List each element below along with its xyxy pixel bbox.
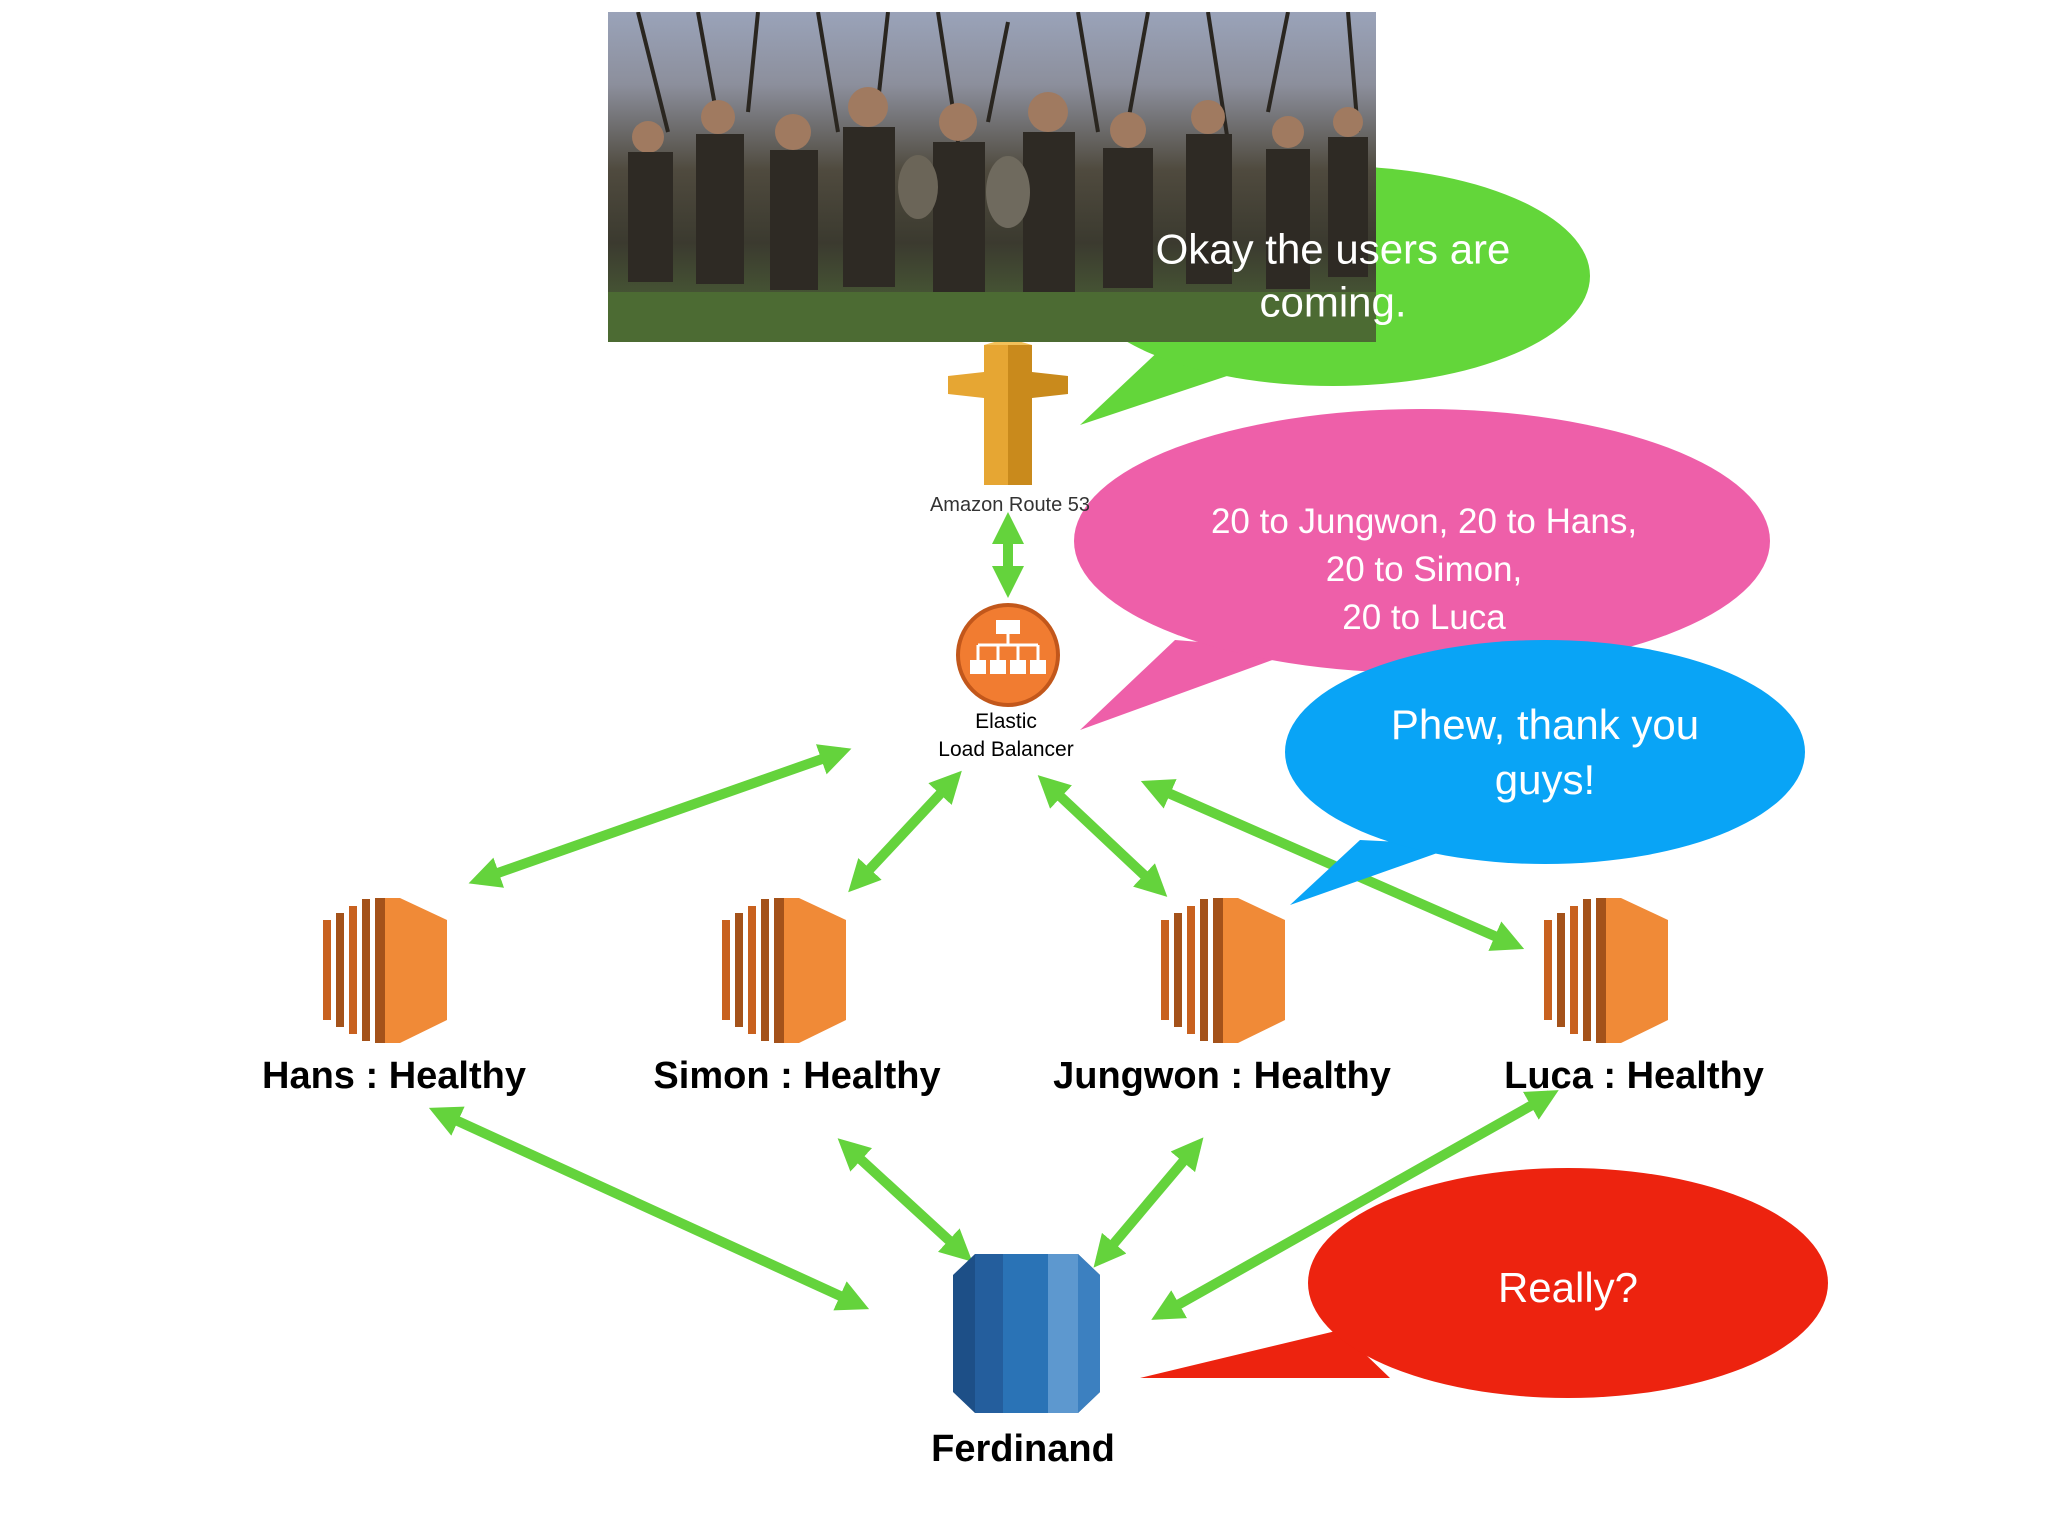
arrow-elb-simon <box>848 770 962 893</box>
bubble-pink-text: 20 to Jungwon, 20 to Hans, 20 to Simon, … <box>1144 498 1704 642</box>
elb-label: Elastic Load Balancer <box>938 708 1073 764</box>
server-label-jungwon: Jungwon : Healthy <box>1053 1055 1391 1097</box>
ec2-instance-icon <box>1544 898 1668 1043</box>
rds-database-icon <box>953 1254 1100 1413</box>
load-balancer-icon <box>956 603 1060 707</box>
speech-bubble-red <box>1140 1168 1828 1398</box>
route53-signpost-icon <box>948 338 1068 485</box>
bubble-pink-line3: 20 to Luca <box>1342 598 1506 637</box>
arrow-simon-db <box>837 1138 973 1262</box>
arrow-jungwon-db <box>1093 1137 1204 1268</box>
crowd-charging-photo <box>608 12 1376 342</box>
bubble-pink-line1: 20 to Jungwon, 20 to Hans, <box>1210 502 1638 541</box>
ec2-instance-icon <box>323 898 447 1043</box>
elb-label-line2: Load Balancer <box>938 738 1074 761</box>
ec2-instance-icon <box>1161 898 1285 1043</box>
speech-bubble-pink <box>1074 409 1770 730</box>
server-label-hans: Hans : Healthy <box>262 1055 526 1097</box>
arrow-hans-db <box>428 1106 870 1311</box>
arrow-elb-jungwon <box>1037 775 1168 897</box>
route53-label: Amazon Route 53 <box>929 494 1091 516</box>
bubble-red-text: Really? <box>1497 1263 1639 1311</box>
arrow-elb-luca <box>1140 779 1525 951</box>
bubble-blue-text: Phew, thank you guys! <box>1390 701 1700 803</box>
speech-bubble-blue <box>1285 640 1805 905</box>
arrow-elb-hans <box>468 744 852 888</box>
elb-label-line1: Elastic <box>975 710 1037 733</box>
ec2-instance-icon <box>722 898 846 1043</box>
server-label-luca: Luca : Healthy <box>1504 1055 1764 1097</box>
bubble-green-text: Okay the users are coming. <box>1155 225 1511 326</box>
database-label: Ferdinand <box>931 1428 1115 1470</box>
connection-arrows <box>428 512 1559 1320</box>
arrow-luca-db <box>1151 1090 1559 1320</box>
server-label-simon: Simon : Healthy <box>653 1055 941 1097</box>
server-icons <box>323 898 1668 1043</box>
bubble-pink-line2: 20 to Simon, <box>1325 550 1523 589</box>
